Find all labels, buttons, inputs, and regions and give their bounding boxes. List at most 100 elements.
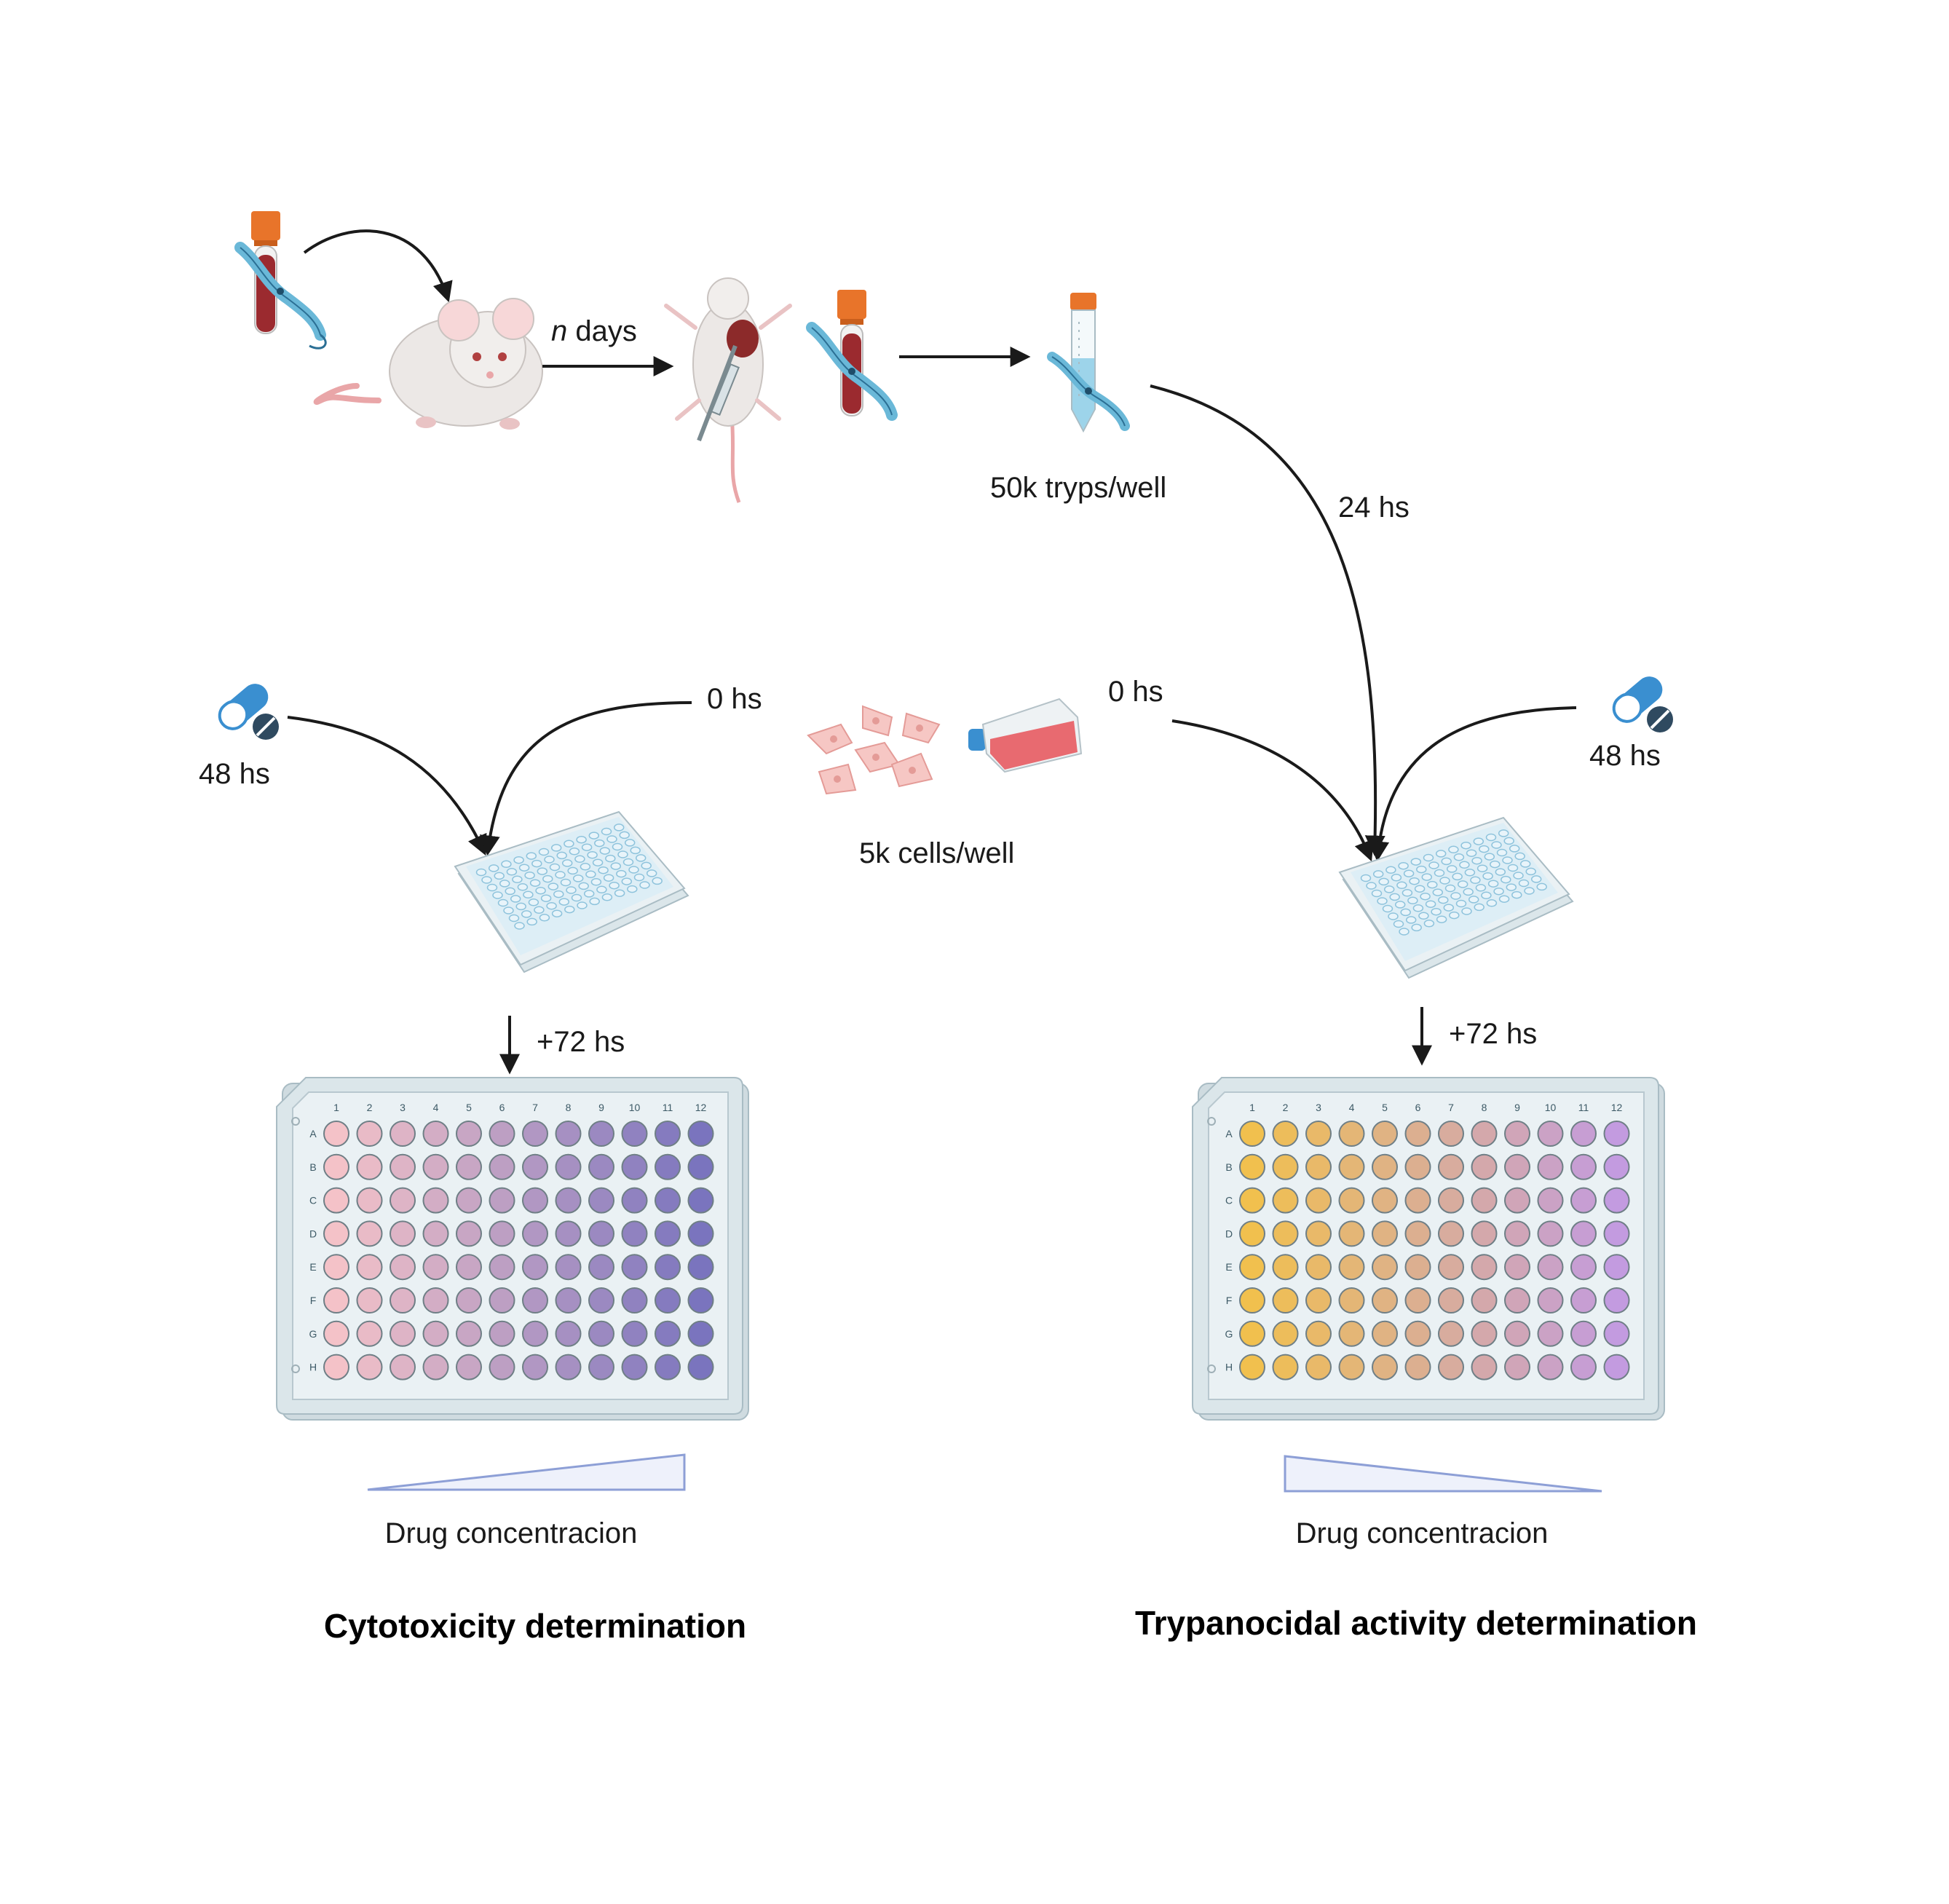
tilted-plate-well: [1378, 877, 1389, 886]
tilted-plate-well: [1420, 892, 1431, 901]
tilted-plate-well: [1511, 890, 1522, 899]
plate-well: [1537, 1153, 1564, 1180]
plate-well: [1239, 1220, 1265, 1247]
plate-well: [1239, 1187, 1265, 1214]
plate-row-label: E: [309, 1261, 316, 1273]
plate-well: [687, 1187, 714, 1214]
tilted-plate-well: [566, 886, 577, 894]
plate-well: [1305, 1187, 1332, 1214]
tilted-plate-well: [1409, 877, 1420, 885]
tilted-plate-left: [454, 810, 689, 973]
plate-well: [555, 1254, 582, 1281]
plate-well: [1239, 1153, 1265, 1180]
plate-well: [655, 1187, 681, 1214]
arrow-0hs-right: [1171, 719, 1374, 862]
tilted-plate-well: [646, 869, 657, 877]
tilted-plate-well: [539, 914, 550, 922]
plate-well: [456, 1187, 482, 1214]
cells-per-well-label: 5k cells/well: [859, 837, 1015, 869]
tilted-plate-well: [537, 867, 548, 875]
plate-well: [390, 1187, 416, 1214]
plate-well: [1338, 1287, 1365, 1314]
tilted-plate-well: [1524, 887, 1535, 895]
trypanosome-icon: [806, 322, 898, 421]
plate-column-label: 6: [499, 1102, 505, 1113]
tilted-plate-well: [1403, 869, 1415, 877]
plate-well: [588, 1121, 614, 1147]
plate-well: [1272, 1320, 1299, 1347]
plate-well: [621, 1220, 648, 1247]
tilted-plate-well: [1457, 880, 1468, 888]
tilted-plate-well: [1436, 915, 1447, 923]
tilted-plate-well: [1525, 867, 1536, 876]
tilted-plate-well: [1435, 850, 1447, 858]
plate-well: [1239, 1254, 1265, 1281]
tilted-plate-well: [1473, 837, 1485, 845]
plate-well: [1504, 1220, 1530, 1247]
tilted-plate-well: [1464, 869, 1476, 877]
tilted-plate-well: [501, 860, 512, 869]
plate-well: [390, 1354, 416, 1380]
dissected-mouse-icon: [664, 277, 792, 503]
plate-well: [555, 1121, 582, 1147]
cytotoxicity-title: Cytotoxicity determination: [323, 1607, 747, 1645]
plate-row-label: D: [1225, 1228, 1233, 1239]
trypanosome-icon: [1047, 352, 1130, 431]
plate-well: [1570, 1320, 1597, 1347]
trypanosome-icon: [234, 242, 327, 349]
plate-column-label: 3: [400, 1102, 406, 1113]
tilted-plate-well: [609, 881, 620, 890]
plate-well: [1471, 1354, 1498, 1380]
plate-well: [323, 1187, 349, 1214]
plate-well: [1239, 1354, 1265, 1380]
plate-column-label: 2: [367, 1102, 373, 1113]
plate-well: [456, 1121, 482, 1147]
tilted-plate-well: [1468, 896, 1479, 904]
tilted-plate-well: [1493, 887, 1504, 896]
plate-column-label: 7: [532, 1102, 538, 1113]
tilted-plate-well: [513, 856, 524, 864]
tilted-plate-well: [601, 893, 613, 901]
plate-well: [489, 1187, 515, 1214]
plate-well: [1239, 1320, 1265, 1347]
cells-icon: [807, 705, 941, 795]
tilted-plate-well: [601, 827, 612, 836]
tilted-plate-well: [1425, 900, 1436, 908]
tilted-plate-well: [1484, 853, 1495, 861]
plate-well: [1603, 1354, 1630, 1380]
plate-well: [655, 1287, 681, 1314]
plate-column-label: 5: [466, 1102, 472, 1113]
tilted-plate-well: [518, 864, 530, 872]
tryps-per-well-label: 50k tryps/well: [990, 472, 1167, 504]
plate-well: [1438, 1121, 1464, 1147]
tilted-plate-well: [571, 893, 582, 902]
plate-well: [1438, 1220, 1464, 1247]
plate-well: [1272, 1220, 1299, 1247]
tilted-plate-well: [524, 871, 535, 880]
tilted-plate-well: [1496, 848, 1508, 857]
tilted-plate-well: [1400, 908, 1411, 917]
tilted-plate-well: [592, 858, 604, 866]
tilted-plate-well: [639, 881, 650, 889]
falcon-tube-icon: [1070, 293, 1096, 433]
drug-conc-left-label: Drug concentracion: [384, 1517, 638, 1549]
plate-column-label: 8: [566, 1102, 572, 1113]
tilted-plate-well: [603, 874, 614, 882]
plate-well: [489, 1254, 515, 1281]
tilted-plate-well: [517, 883, 529, 891]
plate-well: [1438, 1320, 1464, 1347]
plus72-left-label: +72 hs: [537, 1026, 625, 1058]
days-word: days: [575, 315, 637, 347]
tilted-plate-well: [612, 842, 623, 851]
tilted-plate-well: [1423, 853, 1434, 862]
tilted-plate-well: [521, 910, 532, 918]
tilted-plate-well: [1461, 907, 1472, 915]
tilted-plate-well: [585, 870, 596, 879]
tilted-plate-well: [515, 902, 526, 911]
plate-well: [687, 1153, 714, 1180]
plate-well: [356, 1287, 383, 1314]
tilted-plate-well: [621, 877, 633, 885]
n-days-label: n days: [551, 317, 637, 346]
plate-well: [522, 1187, 548, 1214]
